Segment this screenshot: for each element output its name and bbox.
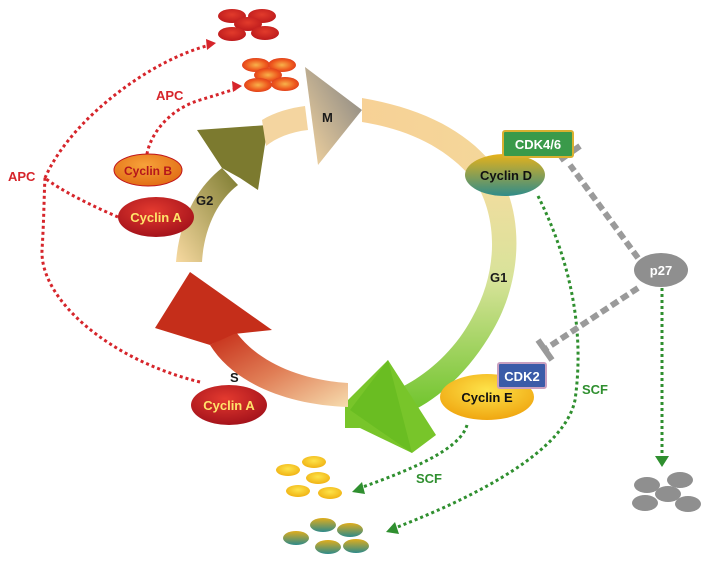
degraded-cyclin-a-oval bbox=[218, 27, 246, 41]
degraded-cyclin-d-oval bbox=[337, 523, 363, 537]
cyclin-d-label: Cyclin D bbox=[480, 168, 532, 183]
phase-label-s: S bbox=[230, 370, 239, 385]
cyclin-b-label: Cyclin B bbox=[124, 164, 172, 178]
scf-arrowhead-e bbox=[352, 482, 365, 494]
g2-to-m-band bbox=[262, 106, 308, 146]
degraded-cyclin-b-oval bbox=[244, 78, 272, 92]
degraded-p27-oval bbox=[634, 477, 660, 493]
degraded-cyclin-b-oval bbox=[271, 77, 299, 91]
degraded-cyclin-e-cluster bbox=[276, 456, 342, 499]
cyclin-b-node bbox=[113, 153, 183, 187]
degraded-cyclin-a-oval bbox=[234, 17, 262, 31]
cdk46-box bbox=[502, 130, 574, 158]
scf-arrowhead-d bbox=[386, 522, 399, 534]
scf-label-e: SCF bbox=[416, 471, 442, 486]
p27-inhibition-lines bbox=[542, 163, 641, 353]
apc-arrowhead-outer bbox=[206, 39, 216, 50]
apc-label-inner: APC bbox=[156, 88, 184, 103]
degraded-cyclin-e-oval bbox=[276, 464, 300, 476]
apc-arrowhead-inner bbox=[232, 81, 242, 92]
degraded-cyclin-d-oval bbox=[310, 518, 336, 532]
cyclin-d-node bbox=[465, 154, 545, 196]
phase-label-g1: G1 bbox=[490, 270, 507, 285]
degraded-cyclin-d-cluster bbox=[283, 518, 369, 554]
p27-degradation-arrowhead bbox=[655, 456, 669, 467]
cyclin-e-label: Cyclin E bbox=[461, 390, 513, 405]
degraded-cyclin-b-oval bbox=[268, 58, 296, 72]
p27-node bbox=[634, 253, 688, 287]
g2-arrowhead bbox=[197, 125, 268, 190]
phase-label-m: M bbox=[322, 110, 333, 125]
degraded-cyclin-d-oval bbox=[283, 531, 309, 545]
cyclin-a-s-node bbox=[191, 385, 267, 425]
degraded-cyclin-d-oval bbox=[315, 540, 341, 554]
scf-label-d: SCF bbox=[582, 382, 608, 397]
degraded-p27-oval bbox=[655, 486, 681, 502]
cyclin-a-s-label: Cyclin A bbox=[203, 398, 255, 413]
s-arrowhead bbox=[155, 272, 272, 345]
degraded-cyclin-e-oval bbox=[318, 487, 342, 499]
p27-label: p27 bbox=[650, 263, 672, 278]
g2-phase-arc bbox=[176, 168, 238, 262]
degraded-p27-oval bbox=[675, 496, 701, 512]
cdk2-label: CDK2 bbox=[504, 369, 539, 384]
degraded-p27-cluster bbox=[632, 472, 701, 512]
apc-label-outer: APC bbox=[8, 169, 36, 184]
m-phase-arc bbox=[362, 98, 497, 183]
scf-degradation-lines bbox=[359, 195, 664, 530]
degraded-cyclin-a-cluster bbox=[218, 9, 279, 41]
cyclin-a-g2-node bbox=[118, 197, 194, 237]
degraded-cyclin-d-oval bbox=[343, 539, 369, 553]
s-phase-arc bbox=[210, 332, 348, 407]
degraded-cyclin-b-cluster bbox=[242, 58, 299, 92]
m-arrowhead bbox=[305, 67, 362, 165]
g1-arrowhead-tip bbox=[350, 360, 412, 453]
degraded-cyclin-e-oval bbox=[306, 472, 330, 484]
degraded-cyclin-e-oval bbox=[286, 485, 310, 497]
phase-label-g2: G2 bbox=[196, 193, 213, 208]
apc-degradation-lines bbox=[40, 43, 239, 384]
degraded-cyclin-a-oval bbox=[251, 26, 279, 40]
cdk2-box bbox=[497, 362, 547, 389]
cdk46-label: CDK4/6 bbox=[515, 137, 561, 152]
degraded-p27-oval bbox=[632, 495, 658, 511]
inhibition-bar-cdk2 bbox=[535, 338, 555, 362]
cyclin-a-g2-label: Cyclin A bbox=[130, 210, 182, 225]
degraded-cyclin-e-oval bbox=[302, 456, 326, 468]
degraded-p27-oval bbox=[667, 472, 693, 488]
